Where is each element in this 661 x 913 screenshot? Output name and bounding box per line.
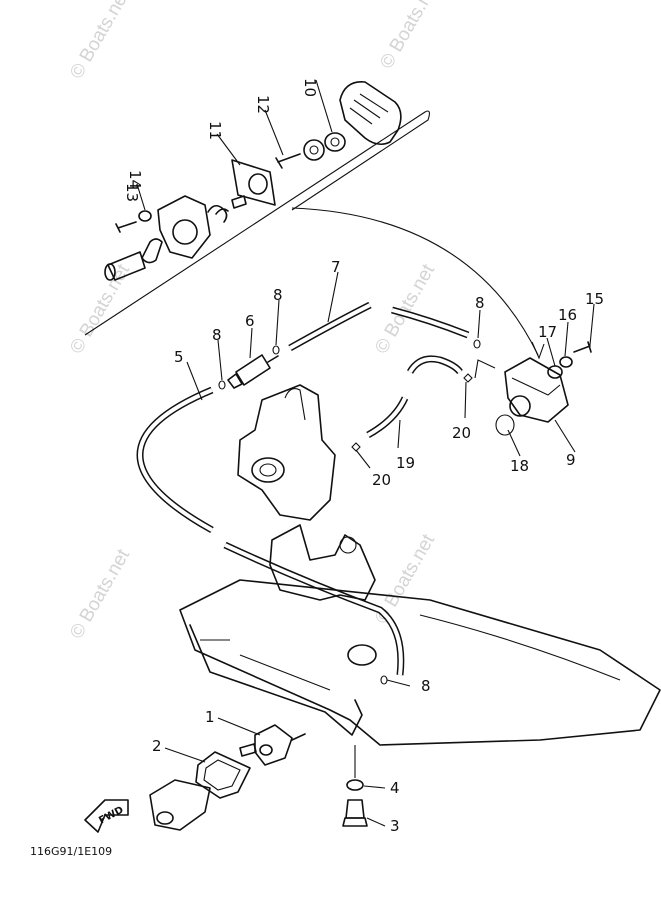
callout-20b: 20 [452, 424, 471, 442]
callout-16: 16 [558, 306, 577, 324]
callout-9: 9 [566, 451, 576, 469]
callout-12: 12 [254, 95, 272, 114]
callout-numbers: 1 2 3 4 5 6 7 8 8 8 8 9 10 11 12 13 14 1… [123, 78, 604, 835]
callout-18: 18 [510, 457, 529, 475]
pump-cover-part-10 [324, 81, 402, 152]
fuel-pump-part-9 [495, 341, 592, 436]
callout-6: 6 [245, 312, 255, 330]
carburetor-sketch [237, 384, 376, 601]
forward-arrow: FWD [84, 799, 129, 833]
callout-11: 11 [206, 121, 224, 140]
callout-20a: 20 [372, 471, 391, 489]
diaphragm-part-11 [207, 159, 276, 223]
watermark-top-left: © Boats.net [66, 0, 134, 82]
callout-3: 3 [390, 817, 400, 835]
hose-clips [218, 339, 481, 685]
pump-exploded-group [84, 110, 545, 360]
callout-1: 1 [205, 708, 215, 726]
screw-part-13 [115, 210, 152, 233]
fwd-label: FWD [97, 805, 125, 827]
watermark-mid-right: © Boats.net [371, 260, 439, 357]
callout-19: 19 [396, 454, 415, 472]
callout-17: 17 [538, 323, 557, 341]
fuel-tank [179, 579, 661, 746]
fuel-cock-knob [149, 779, 211, 831]
callout-5: 5 [174, 348, 184, 366]
callout-13: 13 [123, 183, 141, 202]
callout-2: 2 [152, 737, 162, 755]
callout-15: 15 [585, 290, 604, 308]
fuel-cock-part-1 [239, 724, 306, 766]
callout-10: 10 [301, 78, 319, 97]
gasket-part-2 [195, 751, 251, 799]
callout-8d: 8 [421, 677, 431, 695]
pump-body-exploded [104, 195, 211, 281]
callout-7: 7 [331, 258, 341, 276]
drawing-code: 116G91/1E109 [30, 845, 112, 858]
callout-8a: 8 [212, 326, 222, 344]
watermark-lower-left: © Boats.net [66, 545, 134, 642]
bolt-part-3-washer-part-4 [342, 745, 368, 827]
fuel-hoses [136, 301, 470, 676]
leader-lines [136, 79, 595, 827]
callout-14: 14 [126, 170, 144, 189]
screw-part-12 [275, 139, 325, 169]
callout-4: 4 [390, 779, 400, 797]
callout-8b: 8 [273, 286, 283, 304]
fuel-filter-part-6 [227, 354, 279, 389]
watermark-top-right: © Boats.net [376, 0, 444, 73]
callout-8c: 8 [475, 294, 485, 312]
